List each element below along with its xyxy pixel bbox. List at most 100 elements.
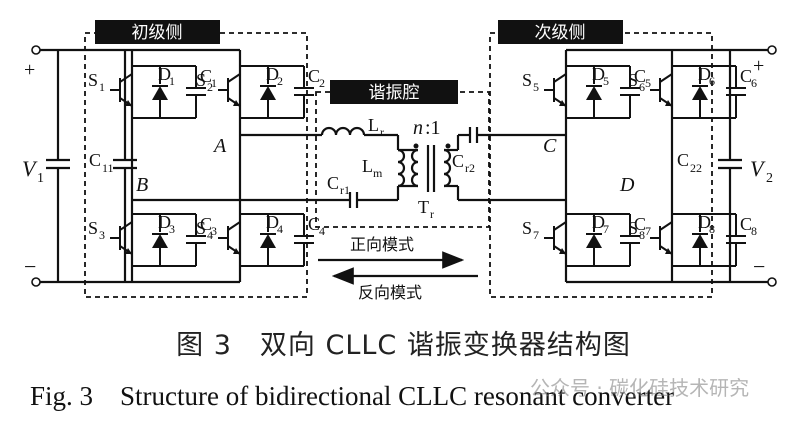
diode-label-4-sub: 4 bbox=[277, 222, 283, 236]
diode-label-5: D bbox=[592, 64, 605, 84]
v1-label: V bbox=[22, 156, 38, 181]
switch-label-7: S bbox=[522, 218, 532, 238]
transformer-secondary-winding bbox=[443, 148, 452, 188]
capacitor-label-1: C bbox=[200, 66, 212, 86]
lm-label-sub: m bbox=[373, 166, 383, 180]
diode-1 bbox=[152, 86, 168, 100]
diode-6 bbox=[692, 86, 708, 100]
c11-label: C bbox=[89, 150, 101, 170]
primary-side-label: 初级侧 bbox=[95, 20, 220, 44]
svg-text:次级侧: 次级侧 bbox=[535, 23, 586, 43]
diode-label-2-sub: 2 bbox=[277, 74, 283, 88]
capacitor-label-8: C bbox=[740, 214, 752, 234]
bus-capacitor-c11: C 11 bbox=[89, 50, 137, 282]
turns-ratio-n: n bbox=[413, 117, 423, 139]
v2-label: V bbox=[750, 156, 766, 181]
turns-ratio-rest: :1 bbox=[425, 117, 441, 139]
capacitor-label-5: C bbox=[634, 66, 646, 86]
lm-label: L bbox=[362, 156, 373, 176]
capacitor-cr1 bbox=[348, 192, 359, 208]
source-v2: + − V 2 bbox=[730, 45, 777, 287]
resonant-tank-label: 谐振腔 bbox=[330, 80, 458, 104]
diode-7 bbox=[586, 234, 602, 248]
capacitor-label-4: C bbox=[308, 214, 320, 234]
cr2-label: C bbox=[452, 151, 464, 171]
switch-label-1: S bbox=[88, 70, 98, 90]
switch-label-3: S bbox=[88, 218, 98, 238]
node-c-label: C bbox=[543, 135, 557, 157]
switch-label-6: S bbox=[628, 70, 638, 90]
capacitor-label-8-sub: 8 bbox=[751, 224, 757, 238]
bus-capacitor-c22: C 22 bbox=[677, 50, 742, 282]
switch-label-2: S bbox=[196, 70, 206, 90]
tr-label: T bbox=[418, 197, 429, 217]
inductor-lm bbox=[397, 148, 406, 188]
switch-label-1-sub: 1 bbox=[99, 80, 105, 94]
diode-label-6-sub: 6 bbox=[709, 74, 715, 88]
tr-label-sub: r bbox=[430, 207, 434, 221]
diode-4 bbox=[260, 234, 276, 248]
cr1-label: C bbox=[327, 173, 339, 193]
capacitor-label-6: C bbox=[740, 66, 752, 86]
cr2-label-sub: r2 bbox=[465, 161, 475, 175]
switch-label-3-sub: 3 bbox=[99, 228, 105, 242]
switch-label-8-sub: 8 bbox=[639, 228, 645, 242]
c11-label-sub: 11 bbox=[102, 161, 114, 175]
v1-plus: + bbox=[24, 59, 35, 81]
v1-minus: − bbox=[24, 254, 36, 279]
diode-5 bbox=[586, 86, 602, 100]
reverse-mode-label: 反向模式 bbox=[358, 283, 422, 302]
diode-3 bbox=[152, 234, 168, 248]
diode-label-6: D bbox=[698, 64, 711, 84]
diode-label-4: D bbox=[266, 212, 279, 232]
svg-text:谐振腔: 谐振腔 bbox=[369, 83, 420, 103]
cr1-label-sub: r1 bbox=[340, 183, 350, 197]
caption-chinese: 图 3 双向 CLLC 谐振变换器结构图 bbox=[176, 330, 631, 361]
reverse-mode-indicator: 反向模式 bbox=[331, 267, 478, 302]
diode-8 bbox=[692, 234, 708, 248]
lr-label: L bbox=[368, 115, 379, 135]
capacitor-label-6-sub: 6 bbox=[751, 76, 757, 90]
diode-label-5-sub: 5 bbox=[603, 74, 609, 88]
capacitor-label-2: C bbox=[308, 66, 320, 86]
diode-label-8-sub: 8 bbox=[709, 222, 715, 236]
capacitor-label-1-sub: 1 bbox=[211, 76, 217, 90]
diode-2 bbox=[260, 86, 276, 100]
node-b-label: B bbox=[136, 174, 148, 196]
switch-label-4-sub: 4 bbox=[207, 228, 213, 242]
transformer-primary-winding bbox=[410, 148, 419, 188]
diode-label-1-sub: 1 bbox=[169, 74, 175, 88]
node-a-label: A bbox=[212, 135, 227, 157]
forward-mode-indicator: 正向模式 bbox=[318, 235, 465, 269]
diode-label-2: D bbox=[266, 64, 279, 84]
diode-label-3: D bbox=[158, 212, 171, 232]
forward-mode-label: 正向模式 bbox=[350, 235, 414, 254]
diode-label-7: D bbox=[592, 212, 605, 232]
diode-label-1: D bbox=[158, 64, 171, 84]
capacitor-cr2 bbox=[468, 127, 479, 143]
diode-label-8: D bbox=[698, 212, 711, 232]
v2-label-sub: 2 bbox=[766, 171, 773, 186]
svg-text:初级侧: 初级侧 bbox=[132, 23, 183, 43]
source-v1: + − V 1 bbox=[22, 45, 125, 287]
v2-plus: + bbox=[753, 55, 764, 77]
capacitor-label-4-sub: 4 bbox=[319, 224, 325, 238]
c22-label: C bbox=[677, 150, 689, 170]
caption-english: Fig. 3 Structure of bidirectional CLLC r… bbox=[30, 381, 675, 411]
lr-label-sub: r bbox=[380, 125, 384, 139]
capacitor-label-3-sub: 3 bbox=[211, 224, 217, 238]
switch-label-7-sub: 7 bbox=[533, 228, 539, 242]
diode-label-7-sub: 7 bbox=[603, 222, 609, 236]
switch-label-2-sub: 2 bbox=[207, 80, 213, 94]
switch-label-8: S bbox=[628, 218, 638, 238]
